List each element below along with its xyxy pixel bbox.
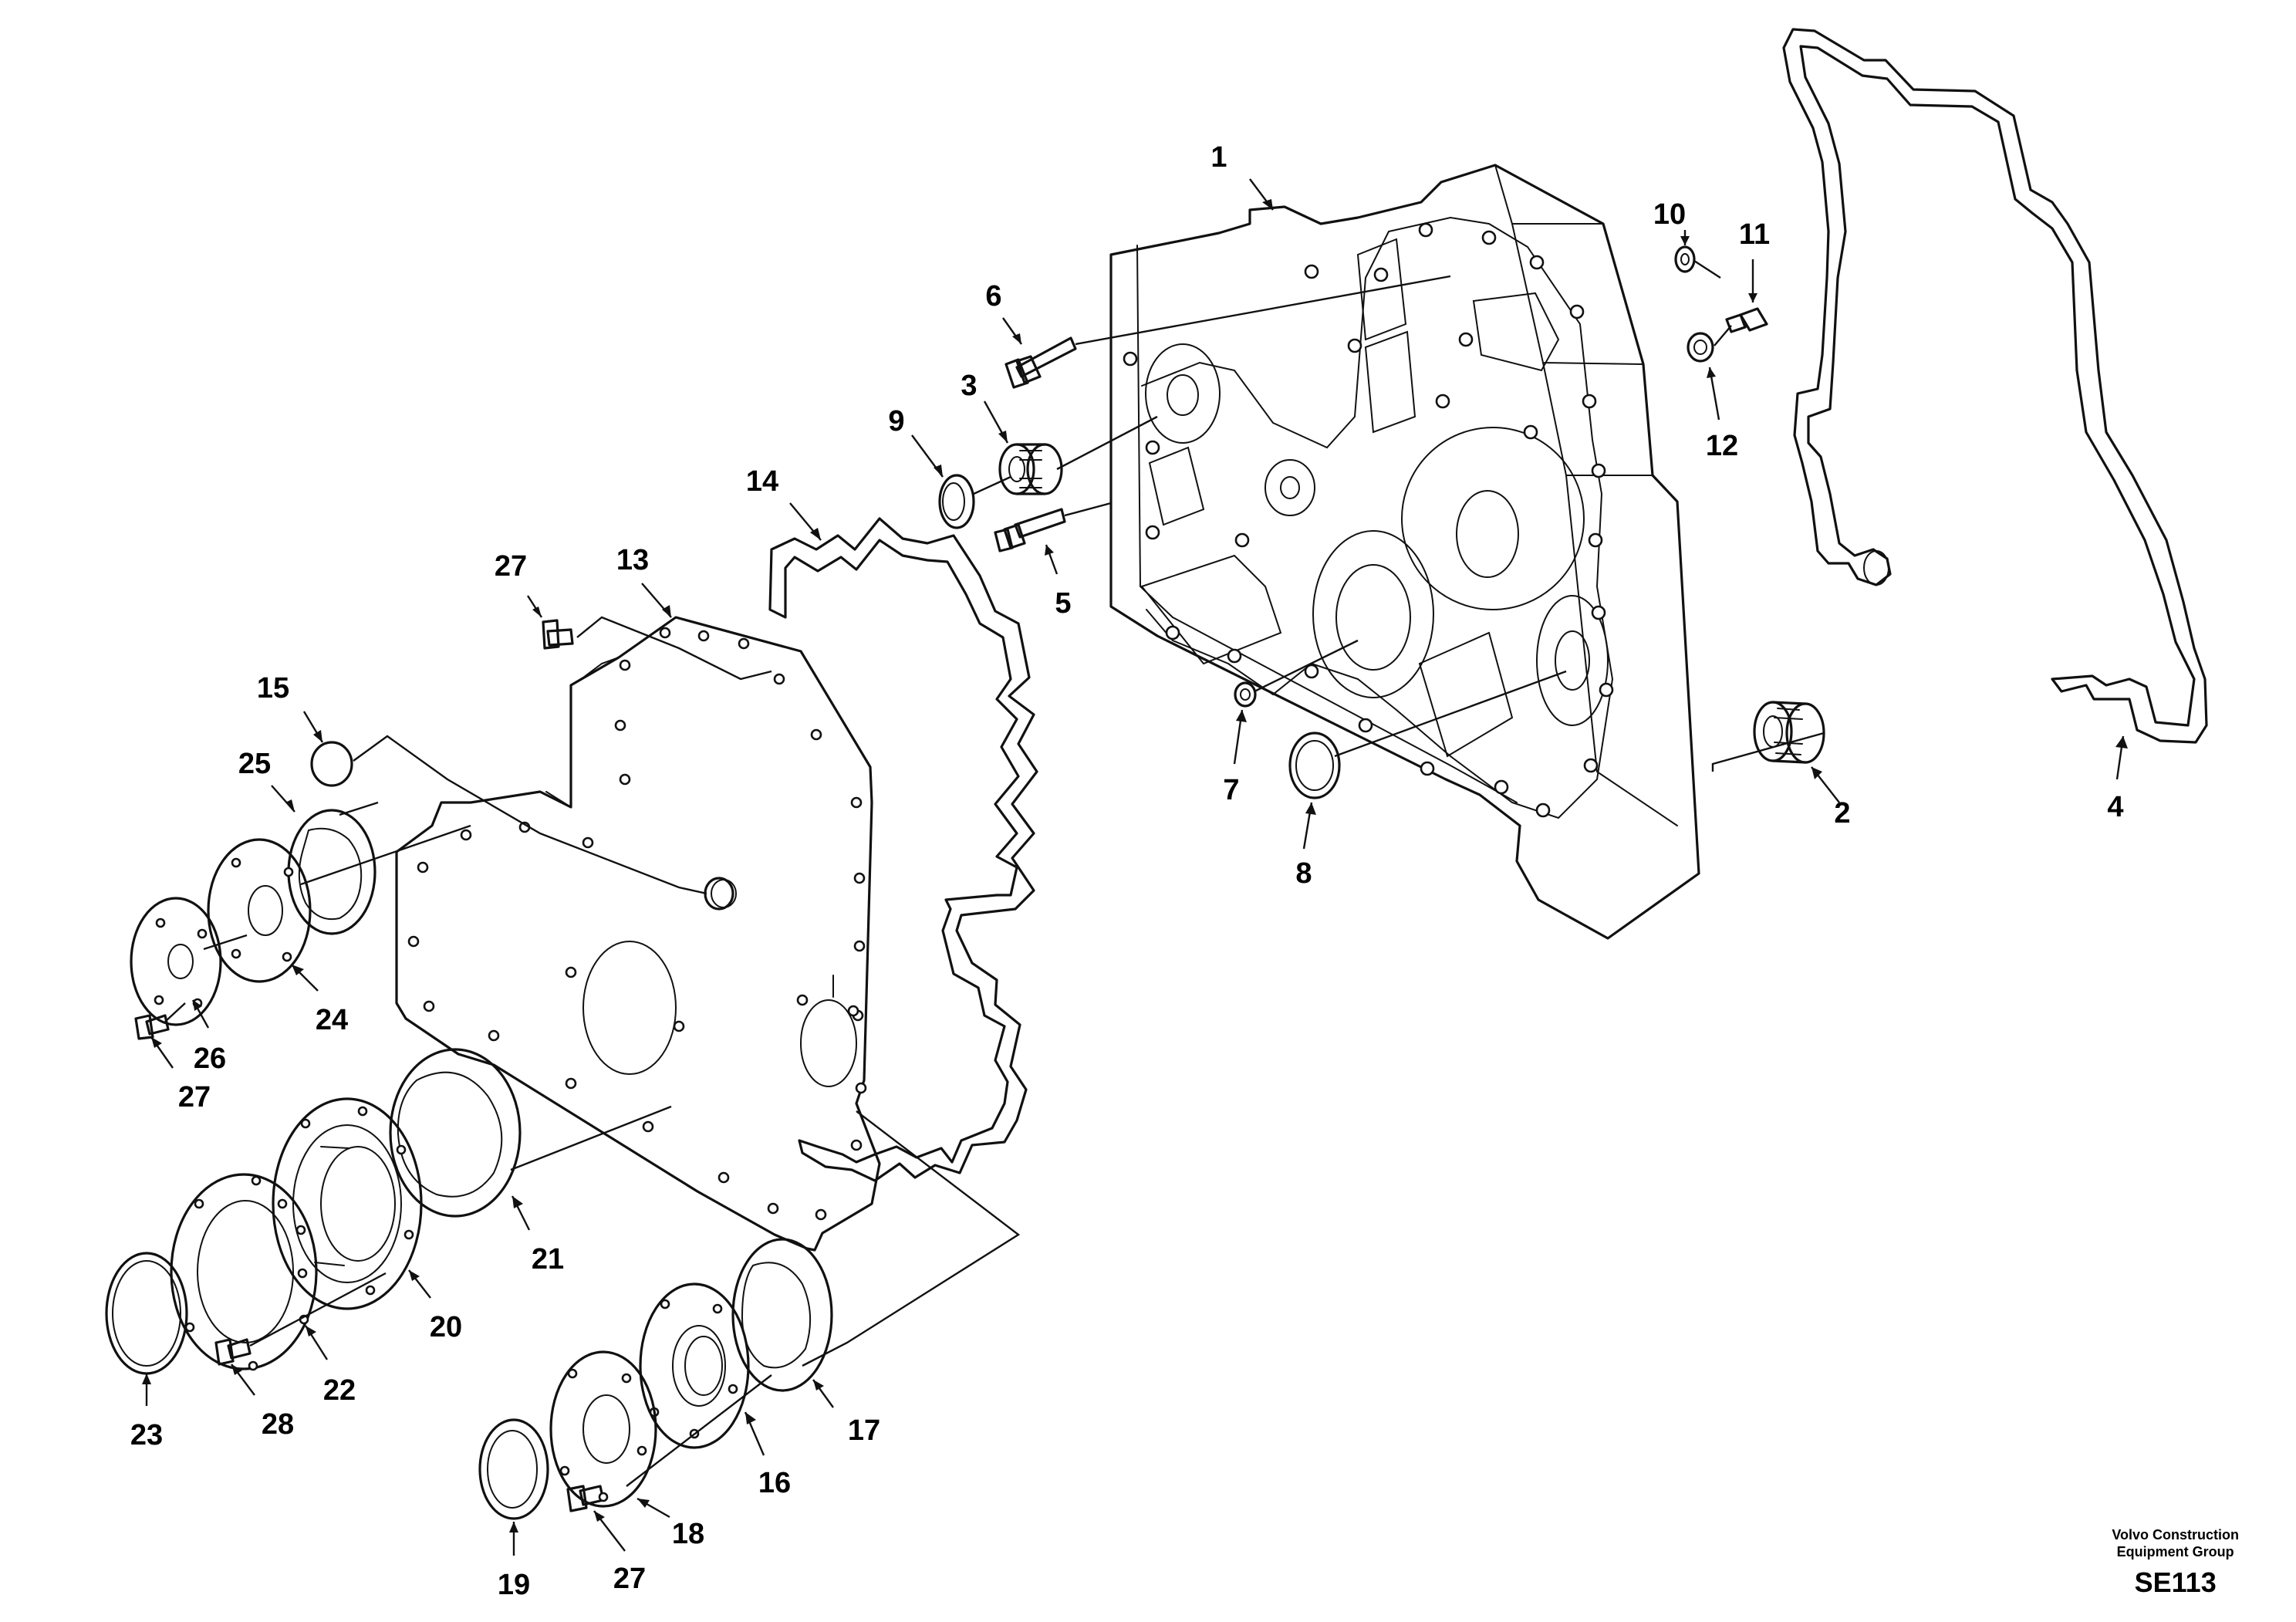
plate-part-24 (207, 838, 312, 983)
plate-part-18 (549, 1350, 657, 1508)
screw-part-27-bottom (566, 1485, 605, 1512)
callout-13: 13 (616, 544, 649, 576)
screw-part-5 (994, 508, 1066, 552)
callout-11: 11 (1739, 218, 1770, 251)
bearing-part-2 (1753, 701, 1825, 764)
callout-23: 23 (130, 1419, 163, 1451)
callout-21: 21 (532, 1243, 564, 1276)
diagram-code: SE113 (2134, 1566, 2217, 1598)
callout-19: 19 (498, 1569, 530, 1601)
seal-part-19 (478, 1418, 549, 1520)
washer-part-12 (1687, 332, 1714, 363)
company-line-1: Volvo Construction (2112, 1527, 2239, 1543)
callout-3: 3 (961, 370, 977, 402)
seal-ring-part-23 (105, 1252, 188, 1375)
gasket-part-21 (389, 1048, 522, 1218)
callout-12: 12 (1706, 430, 1738, 462)
callout-17: 17 (848, 1414, 880, 1447)
company-line-2: Equipment Group (2116, 1544, 2234, 1559)
plate-part-16 (639, 1282, 750, 1449)
gasket-part-22 (170, 1173, 318, 1371)
callout-27b: 27 (178, 1081, 211, 1113)
front-cover (395, 616, 881, 1252)
callout-4: 4 (2107, 791, 2123, 823)
callout-24: 24 (316, 1004, 348, 1036)
callout-2: 2 (1834, 797, 1850, 830)
callout-25: 25 (238, 748, 271, 780)
callout-1: 1 (1210, 141, 1227, 174)
seal-part-9 (938, 474, 975, 529)
callout-14: 14 (746, 465, 778, 498)
screw-part-11 (1725, 307, 1768, 333)
screw-part-27-top (542, 619, 574, 650)
callout-20: 20 (430, 1311, 462, 1343)
seal-carrier-part-20 (272, 1097, 423, 1310)
footer-block: Volvo Construction Equipment Group SE113 (2112, 1526, 2239, 1600)
callout-27a: 27 (495, 550, 527, 583)
callout-16: 16 (758, 1467, 791, 1499)
plug-part-15 (310, 741, 353, 787)
callout-7: 7 (1223, 774, 1239, 806)
callout-10: 10 (1653, 198, 1686, 231)
washer-part-7 (1234, 681, 1257, 708)
bearing-part-3 (998, 443, 1063, 495)
timing-gear-housing (1109, 164, 1700, 940)
callout-9: 9 (888, 405, 904, 438)
callout-labels: 1 2 3 4 5 6 7 8 9 10 11 12 13 14 15 16 1… (130, 141, 2124, 1601)
callout-28: 28 (262, 1408, 294, 1441)
callout-6: 6 (985, 280, 1001, 313)
screw-part-27-left (134, 1014, 170, 1040)
plate-part-26 (130, 897, 222, 1026)
housing-gasket (1782, 28, 2208, 744)
seal-ring-part-8 (1288, 732, 1341, 799)
screw-part-6 (1004, 336, 1077, 389)
nut-part-10 (1674, 245, 1696, 273)
callout-5: 5 (1055, 587, 1071, 620)
front-cover-gasket (768, 517, 1038, 1182)
assembly-lines (164, 259, 1825, 1487)
callout-15: 15 (257, 672, 289, 705)
callout-27c: 27 (613, 1563, 646, 1595)
callout-arrows (142, 178, 2128, 1556)
callout-26: 26 (194, 1042, 226, 1075)
callout-22: 22 (323, 1374, 356, 1407)
gasket-part-17 (731, 1238, 833, 1392)
callout-8: 8 (1295, 857, 1312, 890)
callout-18: 18 (672, 1518, 704, 1550)
cover-plug (704, 877, 734, 911)
